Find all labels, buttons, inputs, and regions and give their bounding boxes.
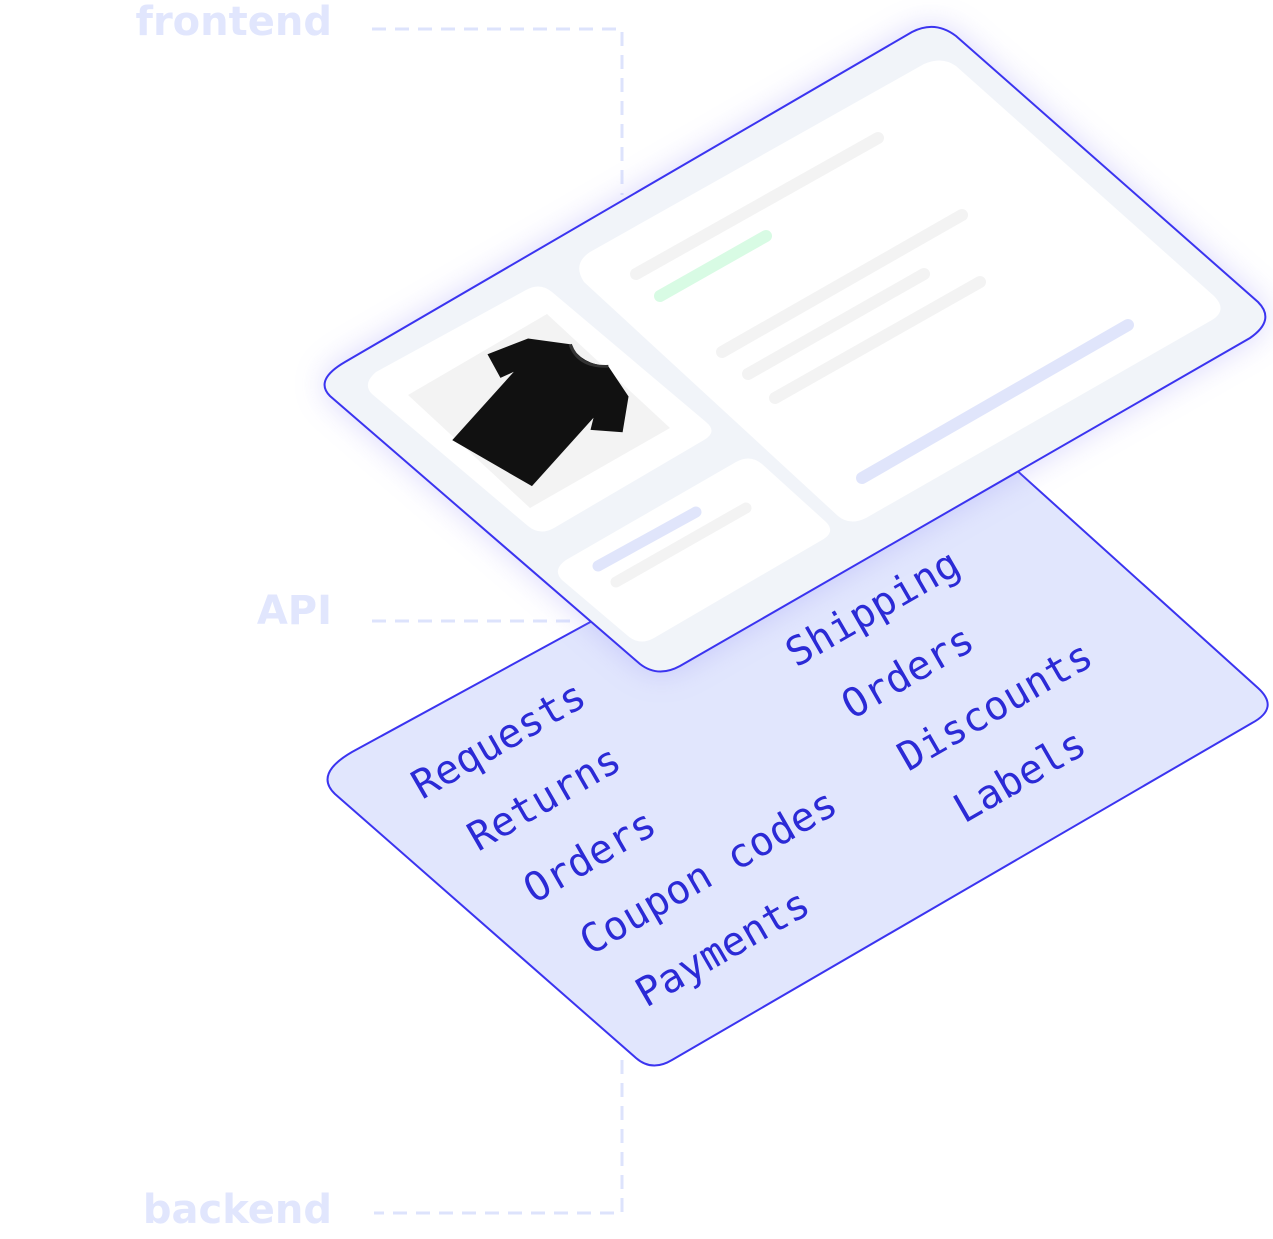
frontend-layer [323, 25, 1267, 673]
title-skeleton [630, 132, 884, 280]
product-summary-skeleton [592, 502, 752, 588]
backend-connector [374, 1060, 624, 1215]
product-details-skeleton [630, 132, 1134, 484]
frontend-layer-label: frontend [135, 0, 332, 45]
price-skeleton [654, 230, 772, 302]
product-summary-card [557, 458, 831, 642]
text-skeleton [769, 276, 986, 404]
add-to-cart-skeleton [856, 319, 1134, 484]
text-skeleton [716, 209, 968, 358]
connector-lines [372, 27, 624, 1215]
black-tshirt-icon [452, 338, 629, 487]
api-layer-label: API [256, 588, 332, 634]
text-skeleton [742, 268, 930, 380]
frontend-connector [372, 27, 624, 195]
backend-layer-label: backend [142, 1187, 332, 1233]
